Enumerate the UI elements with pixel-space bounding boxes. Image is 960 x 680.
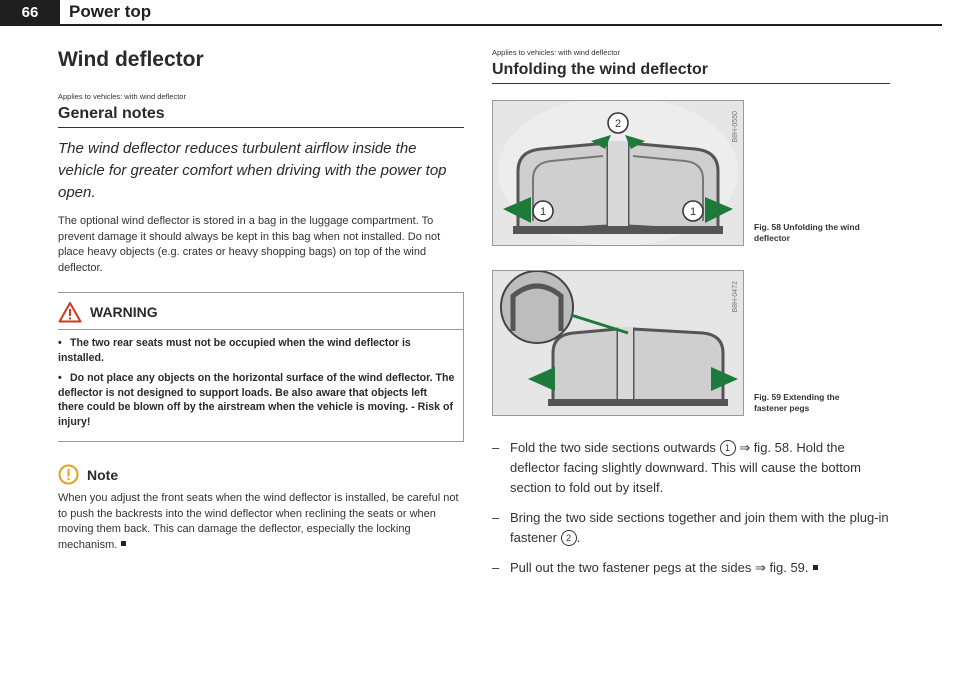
figure-59: B8H-0472 xyxy=(492,270,744,416)
step-item: – Pull out the two fastener pegs at the … xyxy=(492,558,890,578)
body-text: The optional wind deflector is stored in… xyxy=(58,215,441,274)
note-title: Note xyxy=(87,466,119,483)
step-item: – Bring the two side sections together a… xyxy=(492,508,890,548)
warning-bullet: •The two rear seats must not be occupied… xyxy=(58,337,411,364)
figure-58-row: 2 1 1 B8H-0550 Fig. 58 Unfolding the win… xyxy=(492,100,890,250)
page-header: 66 Power top xyxy=(0,0,960,30)
step-dash: – xyxy=(492,510,500,525)
wind-deflector-unfold-illustration: 2 1 1 xyxy=(493,101,743,245)
warning-bullet-text: Do not place any objects on the horizont… xyxy=(58,372,455,428)
applies-note: Applies to vehicles: with wind deflector xyxy=(58,92,186,101)
step-text-before: Pull out the two fastener pegs at the si… xyxy=(510,560,809,575)
warning-title: WARNING xyxy=(90,304,158,320)
callout-marker: 2 xyxy=(560,530,577,546)
step-text-after: . xyxy=(576,530,581,545)
step-text: Fold the two side sections outwards 1 ⇒ … xyxy=(510,438,890,498)
page-number: 66 xyxy=(0,0,60,26)
figure-59-row: B8H-0472 Fig. 59 Extending the fastener … xyxy=(492,270,890,420)
subtitle-general-notes: General notes xyxy=(58,105,464,128)
instruction-steps: – Fold the two side sections outwards 1 … xyxy=(492,438,890,578)
callout-1-left: 1 xyxy=(540,206,546,218)
step-text: Pull out the two fastener pegs at the si… xyxy=(510,558,818,578)
note-box: Note When you adjust the front seats whe… xyxy=(58,464,464,553)
subtitle-unfolding: Unfolding the wind deflector xyxy=(492,61,890,84)
header-rule xyxy=(60,24,942,26)
right-column: Applies to vehicles: with wind deflector… xyxy=(492,48,890,594)
intro-text: The wind deflector reduces turbulent air… xyxy=(58,140,447,201)
end-mark-icon xyxy=(812,565,818,570)
step-text-after: ⇒ fig. 58. Hold the deflector facing sli… xyxy=(510,440,861,495)
callout-marker: 1 xyxy=(719,440,736,456)
warning-box: WARNING •The two rear seats must not be … xyxy=(58,292,464,442)
warning-bullet: •Do not place any objects on the horizon… xyxy=(58,372,455,428)
figure-code: B8H-0472 xyxy=(732,281,739,313)
warning-divider xyxy=(58,329,463,330)
warning-triangle-icon xyxy=(58,302,82,323)
fastener-pegs-illustration xyxy=(493,271,743,415)
callout-2: 2 xyxy=(615,118,621,130)
section-title: Power top xyxy=(69,2,152,21)
step-text-before: Bring the two side sections together and… xyxy=(510,510,889,545)
note-exclamation-icon xyxy=(58,464,79,485)
step-text-before: Fold the two side sections outwards xyxy=(510,440,716,455)
applies-note: Applies to vehicles: with wind deflector xyxy=(492,48,620,57)
step-dash: – xyxy=(492,560,500,575)
figure-59-caption: Fig. 59 Extending the fastener pegs xyxy=(754,392,840,413)
note-body: When you adjust the front seats when the… xyxy=(58,492,459,551)
warning-bullet-text: The two rear seats must not be occupied … xyxy=(58,337,411,364)
figure-code: B8H-0550 xyxy=(732,111,739,143)
step-text: Bring the two side sections together and… xyxy=(510,508,890,548)
callout-1-right: 1 xyxy=(690,206,696,218)
end-mark-icon xyxy=(121,540,127,546)
step-item: – Fold the two side sections outwards 1 … xyxy=(492,438,890,498)
left-column: Wind deflector Applies to vehicles: with… xyxy=(58,48,464,553)
page-title: Wind deflector xyxy=(58,48,204,71)
note-text: When you adjust the front seats when the… xyxy=(58,491,464,553)
figure-58-caption: Fig. 58 Unfolding the wind deflector xyxy=(754,222,860,243)
step-dash: – xyxy=(492,440,500,455)
figure-58: 2 1 1 B8H-0550 xyxy=(492,100,744,246)
